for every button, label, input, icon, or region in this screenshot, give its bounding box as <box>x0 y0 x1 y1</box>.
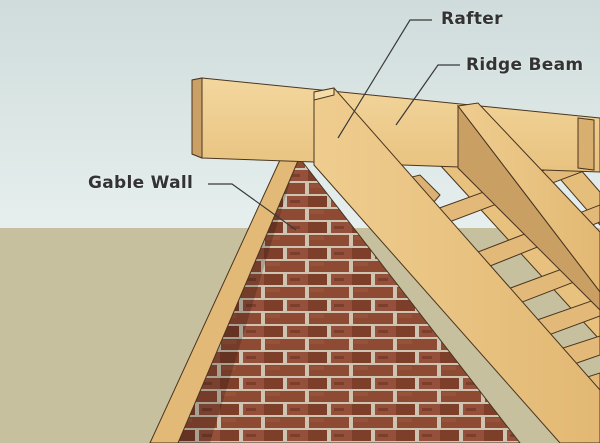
ridge-beam-leader <box>395 64 460 126</box>
leader-lines <box>208 19 460 231</box>
second-rafter <box>457 102 600 311</box>
gable-wall-leader <box>208 183 297 231</box>
ridge-beam-label: Ridge Beam <box>466 55 584 75</box>
rafter-label: Rafter <box>441 9 503 29</box>
rafter-leader <box>337 19 432 139</box>
third-rafter-top <box>577 117 595 171</box>
main-rafter <box>313 87 600 443</box>
gable-wall-label: Gable Wall <box>88 173 194 193</box>
